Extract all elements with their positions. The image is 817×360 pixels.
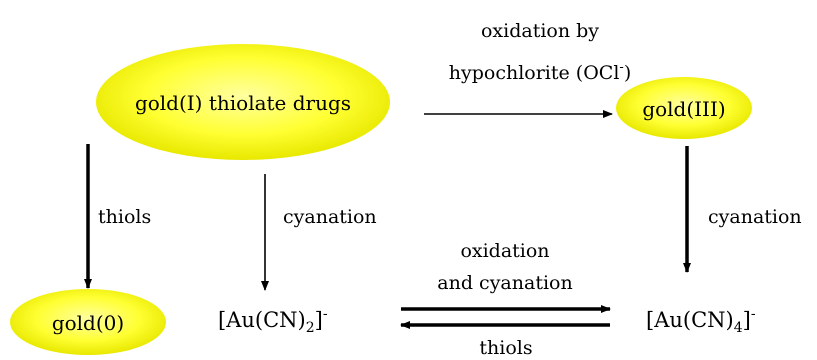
hypochlorite-sup: - <box>619 60 623 75</box>
and-cyanation-label: and cyanation <box>437 272 572 294</box>
hypochlorite-tail: ) <box>624 62 631 84</box>
au-cn4-tail: ] <box>743 308 751 332</box>
au-cn4-sub: 4 <box>734 320 743 336</box>
hypochlorite-base: hypochlorite (OCl <box>449 62 620 84</box>
gold-0-label: gold(0) <box>52 311 124 335</box>
gold-i-thiolate-ellipse <box>96 44 390 160</box>
au-cn4-label: [Au(CN)4]- <box>646 306 756 336</box>
gold-iii-ellipse <box>616 77 752 139</box>
au-cn2-sub: 2 <box>306 320 315 336</box>
thiols-left-label: thiols <box>98 206 151 228</box>
au-cn4-sup: - <box>751 306 756 322</box>
oxidation-label: oxidation <box>460 240 549 262</box>
gold-0-ellipse <box>10 289 166 355</box>
au-cn2-base: [Au(CN) <box>218 308 306 332</box>
au-cn2-label: [Au(CN)2]- <box>218 306 328 336</box>
au-cn2-sup: - <box>323 306 328 322</box>
gold-i-thiolate-label: gold(I) thiolate drugs <box>135 91 351 115</box>
gold-iii-label: gold(III) <box>642 97 725 121</box>
cyanation-right-label: cyanation <box>708 206 802 228</box>
cyanation-left-label: cyanation <box>283 206 377 228</box>
oxidation-by-label: oxidation by <box>481 20 599 42</box>
au-cn2-tail: ] <box>315 308 323 332</box>
thiols-bottom-label: thiols <box>479 337 532 359</box>
hypochlorite-label: hypochlorite (OCl-) <box>449 60 631 84</box>
au-cn4-base: [Au(CN) <box>646 308 734 332</box>
